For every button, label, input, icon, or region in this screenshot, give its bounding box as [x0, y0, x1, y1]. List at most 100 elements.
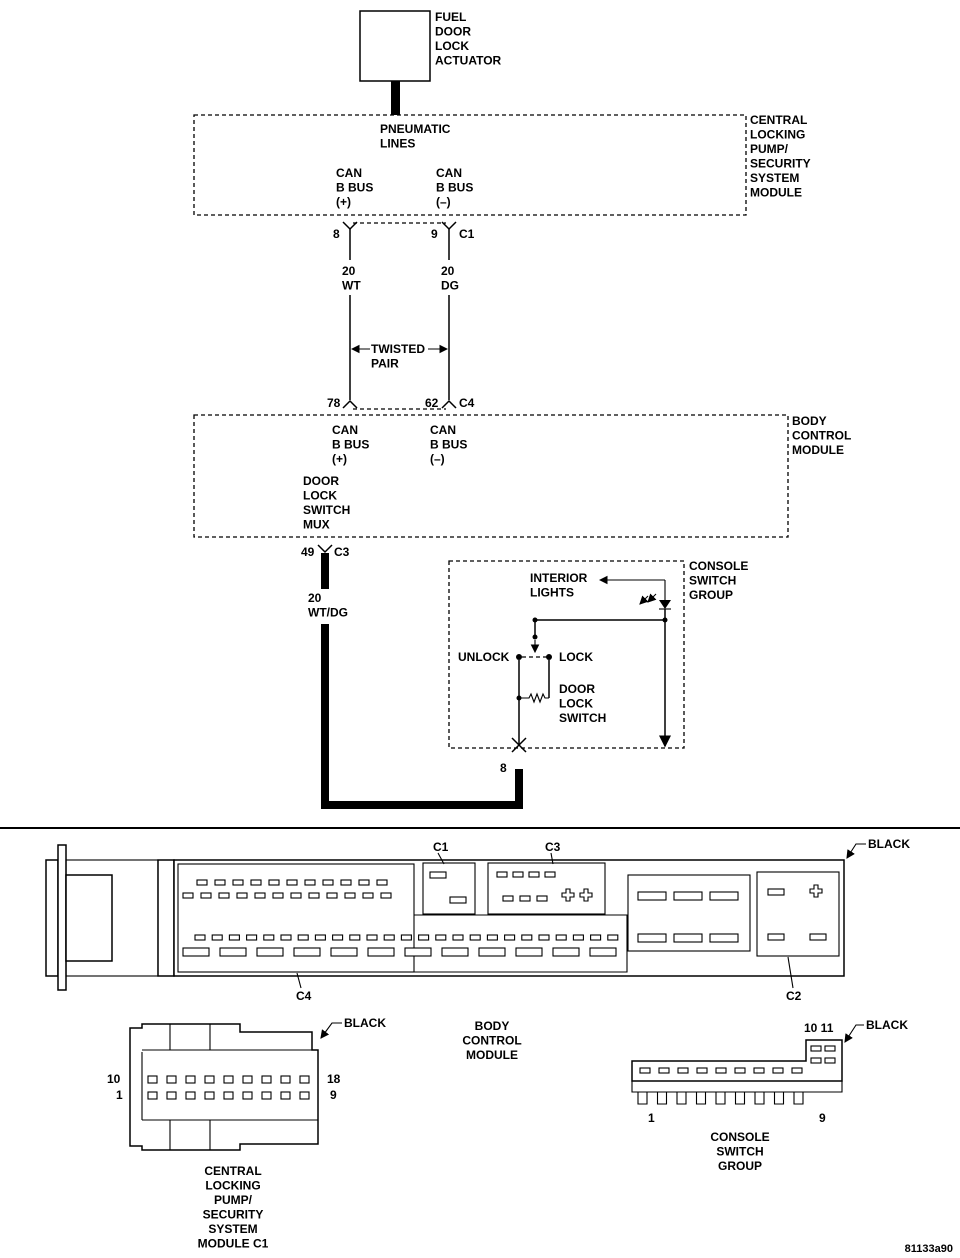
label-line: CAN	[430, 423, 456, 437]
label-line: BODY	[792, 414, 827, 428]
connector-pin	[418, 934, 430, 941]
connector-pin	[478, 947, 506, 957]
figure-id: 81133a90	[905, 1243, 953, 1255]
label-line: SYSTEM	[750, 171, 799, 185]
connector-pin	[340, 879, 352, 886]
bcm-connector-c2	[756, 871, 840, 957]
connector-pin	[590, 934, 602, 941]
connector-pin	[147, 1075, 158, 1084]
label-line: 20	[342, 264, 356, 278]
label-line: SECURITY	[750, 157, 811, 171]
connector-pin	[200, 892, 212, 899]
label-line: GROUP	[689, 588, 733, 602]
label-line: MODULE	[750, 186, 802, 200]
connector-pin	[268, 879, 280, 886]
connector-pin	[297, 934, 309, 941]
bcm-connector-c3	[487, 862, 606, 915]
label-line: SWITCH	[716, 1145, 763, 1159]
unlock-label: UNLOCK	[458, 650, 510, 664]
label-line: B BUS	[430, 438, 467, 452]
connector-pin	[211, 934, 223, 941]
connector-pin	[299, 1091, 310, 1100]
connector-pin	[344, 892, 356, 899]
label-line: LIGHTS	[530, 586, 574, 600]
label-line: DOOR	[435, 25, 471, 39]
console-pins-top-label: 10 11	[804, 1021, 834, 1035]
connector-pin	[677, 1067, 689, 1074]
connector-pin	[441, 947, 469, 957]
connector-pin	[486, 934, 498, 941]
connector-pin	[218, 892, 230, 899]
fuel-door-lock-actuator	[359, 10, 431, 82]
connector-pin	[658, 1067, 670, 1074]
label-line: PUMP/	[750, 142, 789, 156]
bcm-c3-label: C3	[545, 840, 561, 854]
pump-black-label: BLACK	[344, 1016, 386, 1030]
bcm-housing	[45, 859, 59, 977]
label-line: LOCK	[303, 489, 337, 503]
connector-pin	[256, 947, 284, 957]
bcm-c1-label: C1	[433, 840, 449, 854]
connector-pin	[496, 871, 508, 878]
pin-62-label: 62	[425, 396, 439, 410]
connector-pin	[362, 892, 374, 899]
connector-pin	[223, 1075, 234, 1084]
label-line: SWITCH	[559, 711, 606, 725]
connector-pin	[308, 892, 320, 899]
connector-pin	[515, 947, 543, 957]
label-line: CONSOLE	[710, 1130, 769, 1144]
pin-78-label: 78	[327, 396, 341, 410]
resistor	[519, 692, 549, 704]
pump-pin-1-label: 1	[116, 1088, 123, 1102]
label-line: BODY	[475, 1019, 510, 1033]
connector-pin	[214, 879, 226, 886]
label-line: LOCK	[559, 697, 593, 711]
connector-pin	[330, 947, 358, 957]
connector-pin	[452, 934, 464, 941]
label-line: CAN	[436, 166, 462, 180]
connector-pin	[272, 892, 284, 899]
connector-pin	[512, 871, 524, 878]
label-line: CAN	[336, 166, 362, 180]
body-control-module-box	[193, 414, 789, 538]
label-line: (–)	[436, 195, 451, 209]
connector-pin	[366, 934, 378, 941]
connector-pin	[194, 934, 206, 941]
console-pin-1-label: 1	[648, 1111, 655, 1125]
connector-pin	[696, 1067, 708, 1074]
console-black-label: BLACK	[866, 1018, 908, 1032]
label-line: CONTROL	[462, 1034, 521, 1048]
unlock-contact	[516, 654, 522, 660]
label-line: B BUS	[336, 181, 373, 195]
connector-pin	[572, 934, 584, 941]
connector-pin	[367, 947, 395, 957]
pin-9-label: 9	[431, 227, 438, 241]
bcm-connector-c1	[422, 862, 476, 915]
connector-pin	[314, 934, 326, 941]
connector-pin	[185, 1091, 196, 1100]
label-line: CONSOLE	[689, 559, 748, 573]
console-pin-9-label: 9	[819, 1111, 826, 1125]
connector-pin	[404, 947, 432, 957]
label-line: B BUS	[332, 438, 369, 452]
label-line: DOOR	[303, 474, 339, 488]
pump-pin-9-label: 9	[330, 1088, 337, 1102]
connector-pin	[166, 1075, 177, 1084]
label-line: DOOR	[559, 682, 595, 696]
label-line: SWITCH	[689, 574, 736, 588]
connector-pin	[196, 879, 208, 886]
label-line: (+)	[336, 195, 351, 209]
connector-pin	[536, 895, 548, 902]
central-locking-pump-module-box	[193, 114, 747, 216]
label-line: PUMP/	[214, 1193, 253, 1207]
connector-pin	[791, 1067, 803, 1074]
